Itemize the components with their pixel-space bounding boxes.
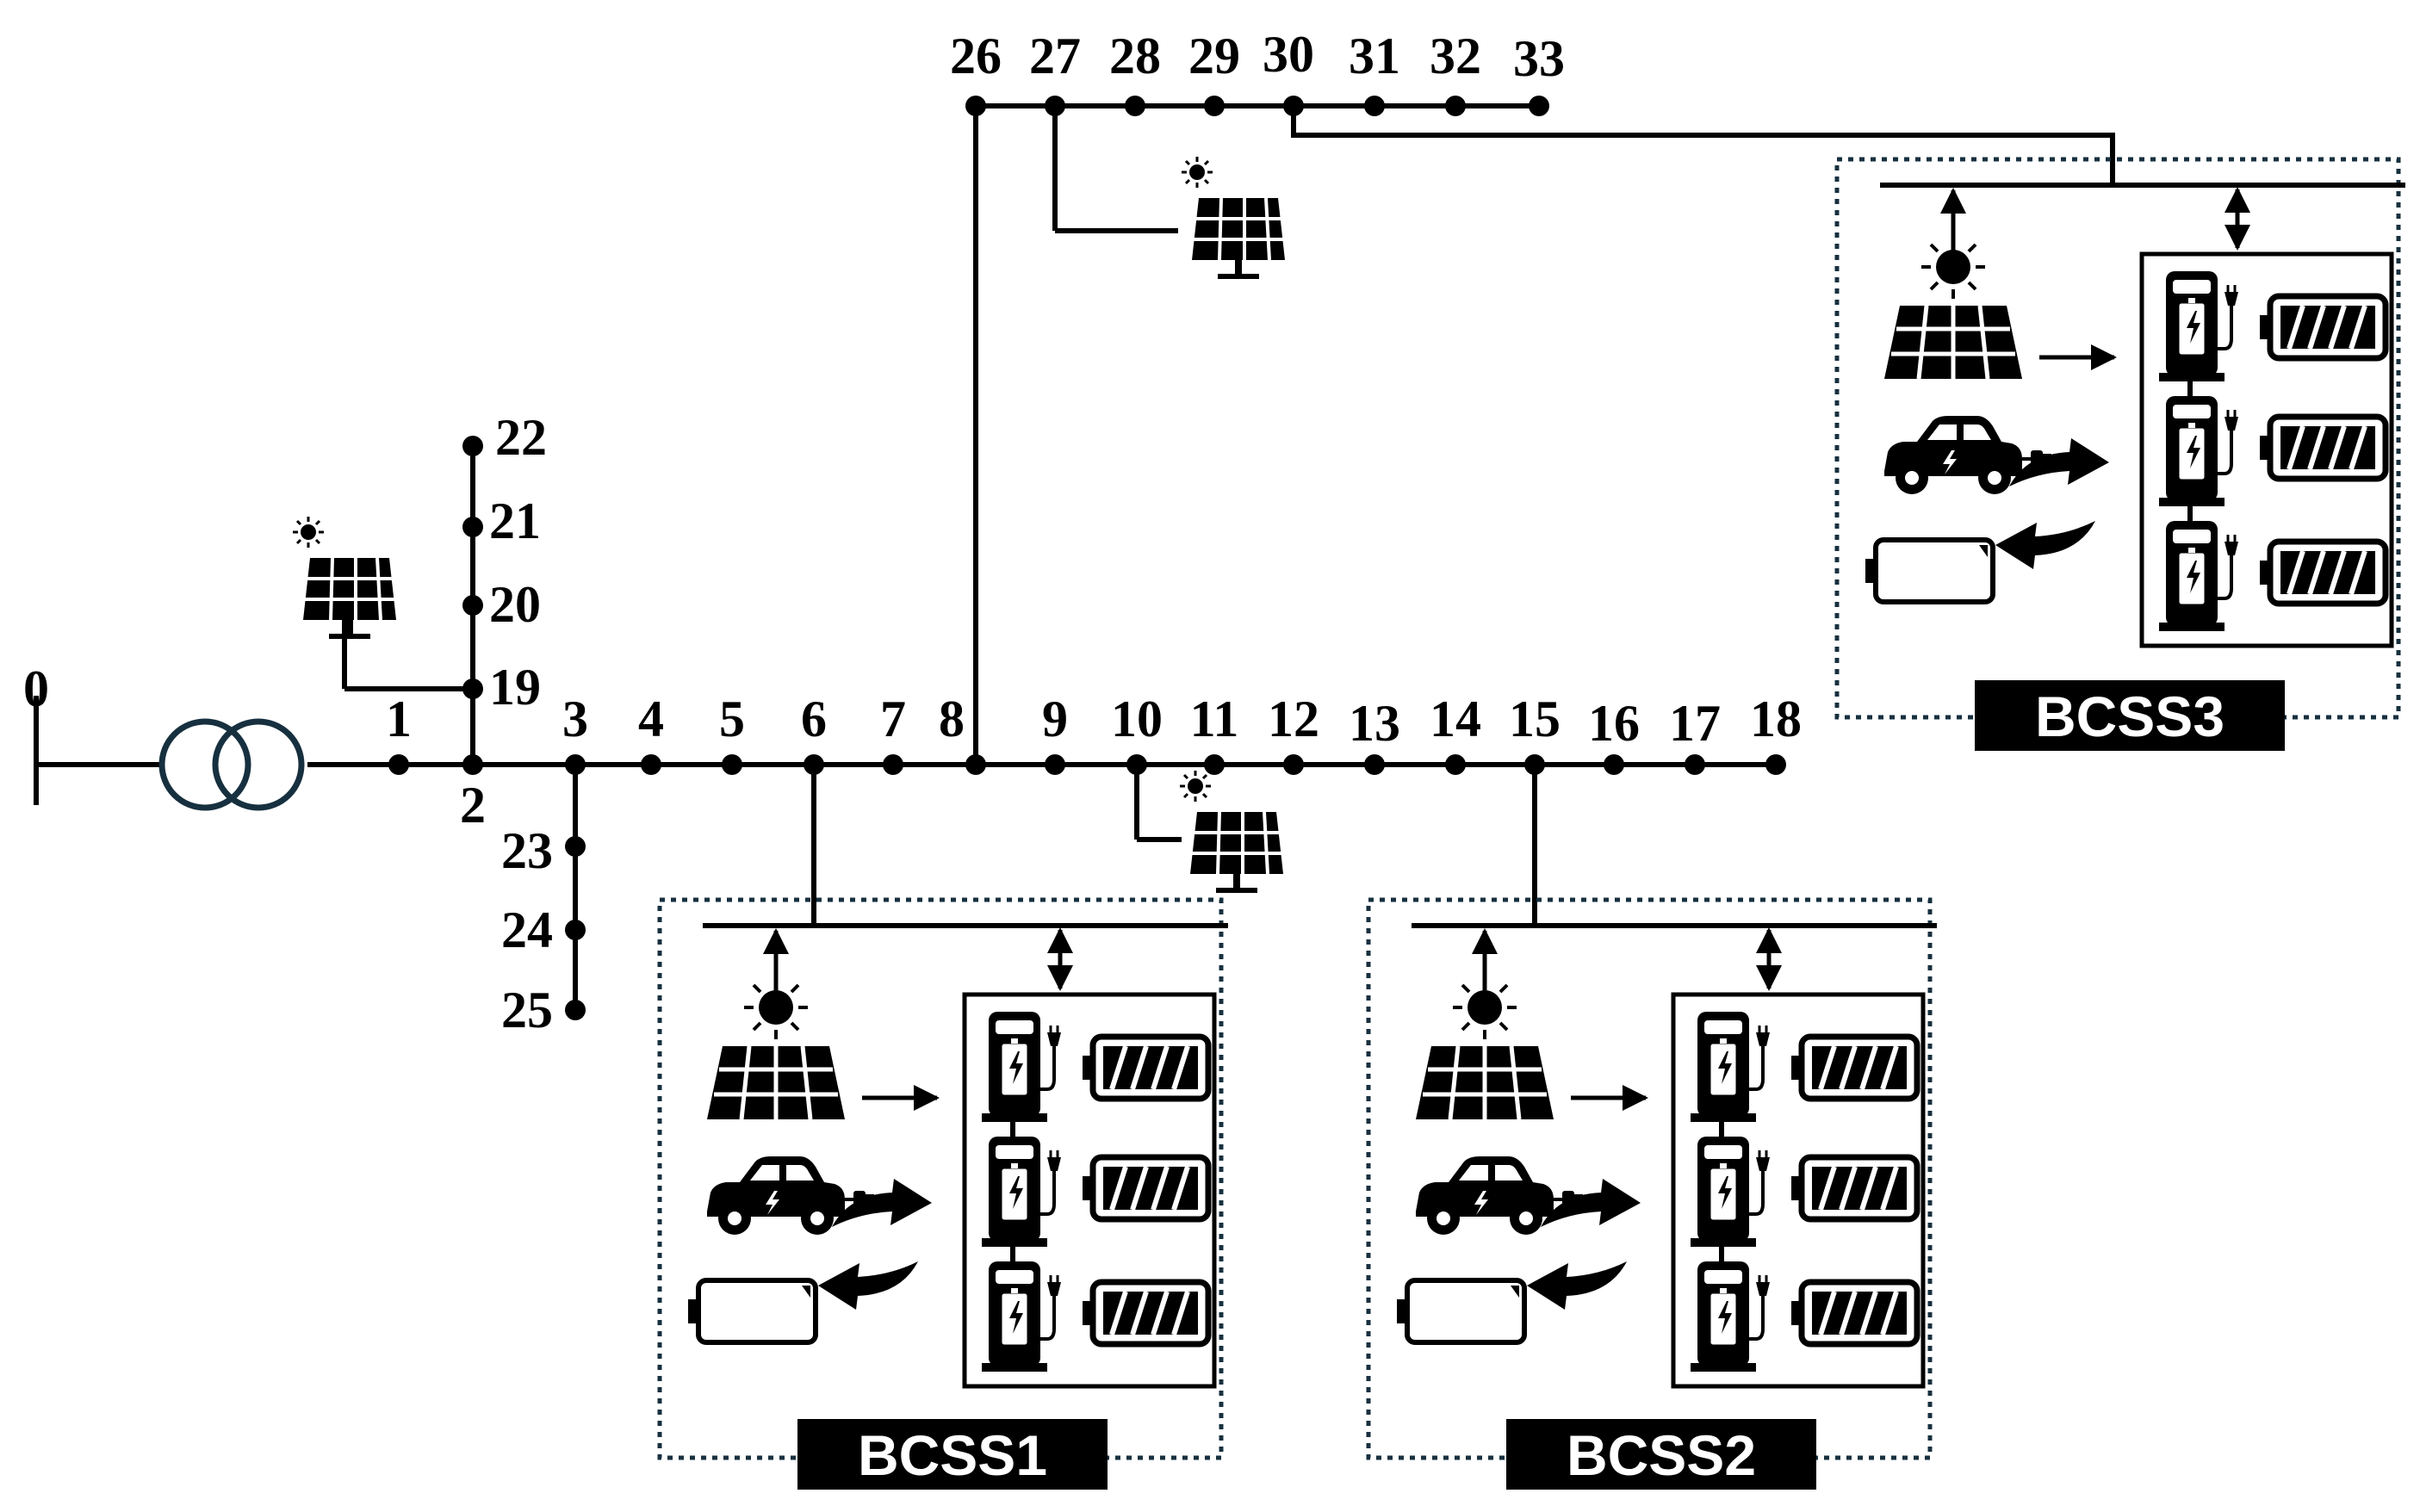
bus-labels: 0 1 2 3 4 5 6 7 8 9 10 11 12 13 14 15 16… — [23, 26, 1802, 1038]
bus-label-7: 7 — [880, 691, 906, 747]
bus-label-26: 26 — [950, 28, 1002, 84]
node-17 — [1685, 754, 1705, 775]
bus-label-31: 31 — [1349, 28, 1400, 84]
bus-label-4: 4 — [638, 691, 664, 747]
node-33 — [1529, 96, 1549, 116]
node-32 — [1445, 96, 1466, 116]
bus-label-9: 9 — [1042, 691, 1068, 747]
bus-label-1: 1 — [386, 691, 412, 747]
bus-label-0: 0 — [23, 660, 49, 717]
node-27 — [1045, 96, 1065, 116]
node-9 — [1045, 754, 1065, 775]
bus-label-25: 25 — [501, 982, 553, 1038]
bus-label-13: 13 — [1349, 695, 1400, 752]
node-30 — [1283, 96, 1304, 116]
node-25 — [565, 1000, 586, 1020]
bus-label-30: 30 — [1263, 26, 1314, 83]
node-29 — [1204, 96, 1225, 116]
bus-label-12: 12 — [1268, 691, 1319, 747]
node-2 — [462, 754, 483, 775]
node-7 — [883, 754, 903, 775]
node-12 — [1283, 754, 1304, 775]
bus-label-19: 19 — [489, 659, 541, 716]
node-28 — [1125, 96, 1145, 116]
node-1 — [388, 754, 409, 775]
bus-nodes — [388, 96, 1786, 1020]
bus-label-33: 33 — [1513, 30, 1565, 87]
node-24 — [565, 920, 586, 940]
node-20 — [462, 595, 483, 616]
bus-label-14: 14 — [1430, 691, 1481, 747]
bus-label-21: 21 — [489, 493, 541, 549]
bus-label-15: 15 — [1509, 691, 1561, 747]
bus-label-27: 27 — [1029, 28, 1081, 84]
bus-label-29: 29 — [1188, 28, 1240, 84]
node-10 — [1126, 754, 1147, 775]
node-3 — [565, 754, 586, 775]
node-16 — [1604, 754, 1624, 775]
bus-label-6: 6 — [801, 691, 827, 747]
bcss1-station: BCSS1 — [657, 897, 1228, 1490]
node-11 — [1204, 754, 1225, 775]
bcss3-label: BCSS3 — [2035, 685, 2225, 748]
node-23 — [565, 836, 586, 857]
node-14 — [1445, 754, 1466, 775]
node-22 — [462, 436, 483, 456]
bus-label-18: 18 — [1750, 691, 1802, 747]
node-4 — [641, 754, 661, 775]
node-21 — [462, 517, 483, 537]
node-15 — [1524, 754, 1545, 775]
node-26 — [965, 96, 986, 116]
solar-panel-icon — [1180, 155, 1287, 281]
bcss3-station: BCSS3 — [1834, 157, 2405, 751]
bus-label-5: 5 — [719, 691, 745, 747]
bus-label-11: 11 — [1190, 691, 1239, 747]
bus-label-24: 24 — [501, 902, 553, 958]
node-31 — [1364, 96, 1385, 116]
bus-label-17: 17 — [1669, 695, 1721, 752]
bus-label-28: 28 — [1109, 28, 1161, 84]
bus-label-16: 16 — [1588, 695, 1640, 752]
node-19 — [462, 679, 483, 699]
solar-panel-icon — [1178, 769, 1285, 895]
bus-label-20: 20 — [489, 576, 541, 633]
transformer-icon — [158, 718, 305, 811]
bus-label-23: 23 — [501, 822, 553, 879]
node-13 — [1364, 754, 1385, 775]
bus-label-2: 2 — [460, 777, 486, 833]
node-18 — [1765, 754, 1786, 775]
bus-label-10: 10 — [1111, 691, 1163, 747]
bus-label-8: 8 — [939, 691, 965, 747]
bcss1-label: BCSS1 — [858, 1423, 1047, 1487]
node-6 — [804, 754, 824, 775]
bus-label-22: 22 — [495, 409, 547, 466]
bus-label-32: 32 — [1430, 28, 1481, 84]
bus-label-3: 3 — [562, 691, 588, 747]
bcss2-station: BCSS2 — [1366, 897, 1937, 1490]
node-5 — [722, 754, 742, 775]
node-8 — [965, 754, 986, 775]
bcss2-label: BCSS2 — [1567, 1423, 1756, 1487]
